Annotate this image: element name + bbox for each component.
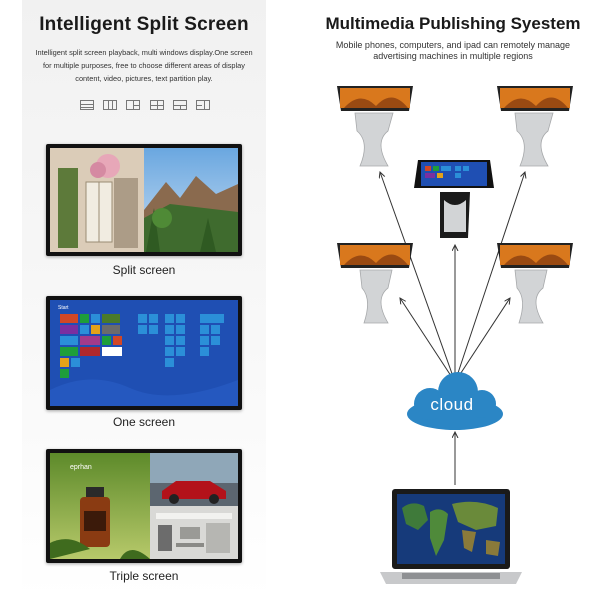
triple-screen-content: eprhan (50, 453, 238, 559)
kiosk-mid-right (497, 243, 573, 324)
layout-6-icon (195, 100, 210, 110)
layout-4-icon (149, 100, 164, 110)
publishing-system-title: Multimedia Publishing Syestem (325, 14, 581, 33)
triple-screen-caption: Triple screen (109, 569, 179, 583)
triple-screen-display: eprhan (46, 449, 242, 563)
kiosk-top-left (337, 86, 413, 167)
windows-start-screen: Start (50, 300, 238, 406)
arrow-to-mid-left-kiosk (400, 298, 456, 383)
one-screen-display: Start (46, 296, 242, 410)
laptop-icon (380, 489, 522, 584)
arrow-to-top-left-kiosk (380, 172, 456, 383)
split-screen-title: Intelligent Split Screen (39, 14, 249, 35)
layout-3-icon (126, 100, 141, 110)
arrow-to-top-right-kiosk (454, 172, 525, 383)
layout-2-icon (103, 100, 118, 110)
cloud-label: cloud (430, 395, 474, 414)
layout-icons (80, 100, 210, 112)
kiosk-center (414, 160, 494, 238)
split-screen-description: Intelligent split screen playback, multi… (35, 48, 253, 83)
product-brand: eprhan (70, 464, 92, 471)
split-screen-caption: Split screen (112, 263, 176, 277)
layout-1-icon (80, 100, 94, 110)
publishing-system-description: Mobile phones, computers, and ipad can r… (335, 40, 571, 61)
split-screen-content (50, 148, 238, 252)
arrow-to-mid-right-kiosk (454, 298, 510, 383)
kiosk-top-right (497, 86, 573, 167)
start-label: Start (58, 305, 69, 311)
kiosk-mid-left (337, 243, 413, 324)
connection-arrows (380, 172, 525, 485)
layout-5-icon (172, 100, 187, 110)
split-screen-display (46, 144, 242, 256)
one-screen-caption: One screen (112, 415, 176, 429)
